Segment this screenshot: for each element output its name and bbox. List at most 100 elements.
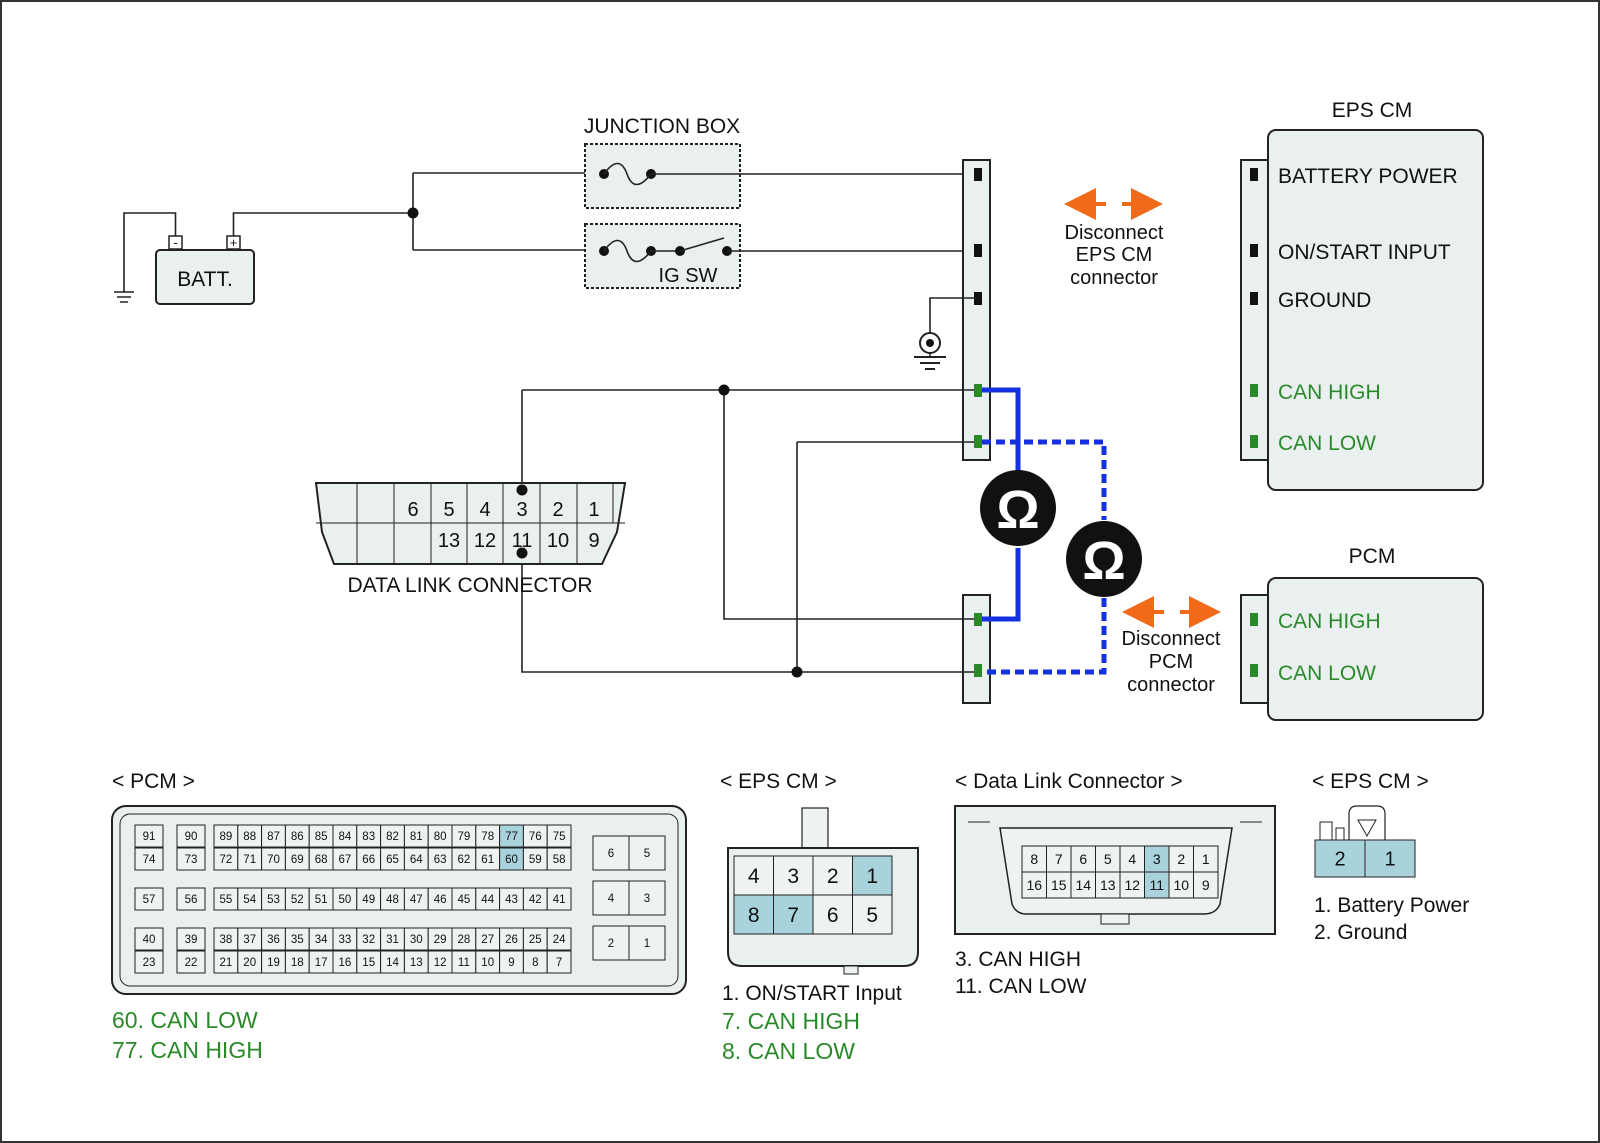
battery-label: BATT. [177,268,233,291]
pcm-pin-label: 91 [143,831,156,843]
pcm-pin-label: 45 [458,894,471,906]
dlc16-pin-label: 8 [1030,851,1038,867]
pcm-pin-label: 87 [267,831,280,843]
pcm-pin-cell [546,847,572,871]
eps8-pin-cell [852,894,893,935]
dlc16-pin-label: 13 [1100,877,1116,893]
dlc-view-title: < Data Link Connector > [955,770,1183,793]
battery-neg-label: - [173,235,177,250]
dlc-schematic [314,482,627,565]
dlc16-pin-cell [1193,845,1219,873]
pcm-pin-label: 47 [410,894,423,906]
eps-cm-view1-note: 8. CAN LOW [722,1038,855,1064]
pcm-pin-label: CAN LOW [1278,662,1376,685]
pcm-harness-connector [962,594,991,704]
pcm-pin-label: 4 [608,893,615,905]
pcm-pin-cell [628,835,666,871]
pcm-pin-label: 8 [532,957,538,969]
disconnect-eps-text: Disconnect [1065,222,1164,244]
can-low-wires [521,441,974,673]
dlc16-pin-label: 3 [1153,851,1161,867]
eps-cm-view1-title: < EPS CM > [720,770,837,793]
eps-cm-pin-label: GROUND [1278,289,1371,312]
pcm-title: PCM [1349,545,1396,568]
pcm-pin-label: 30 [410,934,423,946]
eps-cm-view2-note: 1. Battery Power [1314,894,1469,917]
eps8-pin-cell [733,894,774,935]
pcm-pin-cell [592,880,630,916]
pcm-pin-label: 34 [315,934,328,946]
dlc16-pin-cell [1119,871,1145,899]
pcm-pin-label: 9 [508,957,514,969]
meter2-lead-eps [982,439,1107,520]
pcm-pin-cell [176,950,206,974]
can-low-splice [791,666,803,678]
eps8-pin-cell [773,855,814,896]
eps-cm-pin-label: CAN HIGH [1278,381,1381,404]
eps8-pin-label: 8 [748,904,760,927]
pcm-pin-label: 69 [291,854,304,866]
eps-cm-view1-note: 1. ON/START Input [722,982,902,1005]
pcm-pin-label: 41 [553,894,566,906]
dlc16-pin-cell [1193,871,1219,899]
pcm-pin-label: 13 [410,957,423,969]
pcm-pin-cell [546,824,572,848]
pcm-pin-label: CAN HIGH [1278,610,1381,633]
battery-splice-dot [407,207,419,219]
pcm-view-title: < PCM > [112,770,195,793]
dlc-pin-label: 5 [443,499,454,521]
junction-output-wires [651,173,978,252]
dlc16-pin-label: 14 [1075,877,1091,893]
pcm-pin-label: 86 [291,831,304,843]
pcm-pin-label: 5 [644,848,650,860]
dlc-pin-label: 11 [512,530,533,552]
meter2-lead-pcm [982,598,1107,675]
pcm-pin-label: 42 [529,894,542,906]
eps8-pin-label: 2 [827,865,839,888]
pcm-pin-label: 53 [267,894,280,906]
eps2-pin-cell [1364,839,1416,878]
eps-harness-connector [962,159,991,461]
dlc16-pin-label: 12 [1124,877,1140,893]
dlc-pin-label: 13 [438,530,460,552]
eps8-pin-label: 6 [827,904,839,927]
pcm-module [1240,577,1484,721]
pcm-pin-label: 1 [644,938,650,950]
eps-cm-2pin-connector [1319,805,1386,841]
meter1-lead-low [982,548,1021,622]
eps8-pin-label: 4 [748,865,760,888]
dlc16-pin-label: 4 [1128,851,1136,867]
pcm-pin-label: 59 [529,854,542,866]
dlc-pin-label: 3 [516,499,527,521]
pcm-pin-cell [592,925,630,961]
dlc-view-note: 11. CAN LOW [955,975,1087,998]
pcm-pin-label: 44 [481,894,494,906]
disconnect-eps-text: EPS CM [1076,244,1153,266]
dlc16-pin-label: 2 [1177,851,1185,867]
pcm-pin-cell [176,824,206,848]
eps-cm-view2-title: < EPS CM > [1312,770,1429,793]
dlc16-pin-label: 7 [1055,851,1063,867]
dlc16-pin-label: 11 [1149,877,1164,893]
pcm-pin-label: 14 [386,957,399,969]
dlc16-pin-label: 5 [1104,851,1112,867]
pcm-pin-label: 72 [220,854,233,866]
pcm-pin-label: 28 [458,934,471,946]
pcm-pin-label: 21 [220,957,233,969]
pcm-pin-label: 73 [185,854,198,866]
pcm-pin-cell [134,824,164,848]
eps2-pin-label: 2 [1334,849,1345,871]
pcm-pin-cell [628,880,666,916]
pcm-pin-label: 63 [434,854,447,866]
pcm-pin-label: 57 [143,894,156,906]
pcm-pin-label: 36 [267,934,280,946]
pcm-pin-label: 55 [220,894,233,906]
dlc16-pin-cell [1021,871,1047,899]
pcm-pin-label: 10 [481,957,494,969]
pcm-pin-label: 2 [608,938,614,950]
pcm-connector-inner [119,813,679,987]
